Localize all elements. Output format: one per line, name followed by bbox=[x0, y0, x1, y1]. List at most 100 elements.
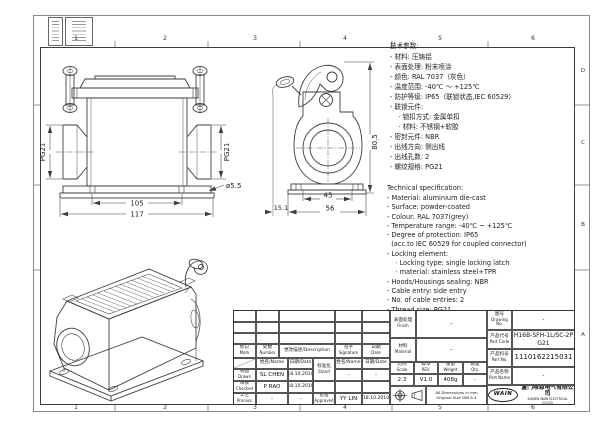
revision-header-description: 更改描述/Description bbox=[279, 344, 335, 358]
notes-en-title: Technical specification: bbox=[387, 184, 464, 192]
grid-row-label: C bbox=[581, 140, 585, 146]
dim-hole: ø5.5 bbox=[226, 182, 241, 190]
weight-value: 408g bbox=[438, 374, 463, 386]
revision-blank-cell bbox=[256, 333, 279, 344]
revision-blank-cell bbox=[279, 333, 335, 344]
drawing-no-value: - bbox=[512, 310, 575, 330]
rev-value: V1.0 bbox=[414, 374, 438, 386]
front-dim-labels: PG21 PG21 ø5.5 105 117 bbox=[39, 143, 241, 219]
signature-stand-name: - bbox=[335, 369, 362, 381]
signature-blank-cell bbox=[362, 381, 390, 393]
part-no-value: 1110162215031 bbox=[512, 349, 575, 367]
company-block: WAIN 厦门唯恩电气有限公司 XIAMEN WAIN ELECTRICAL C… bbox=[487, 385, 575, 405]
side-dimensions bbox=[265, 61, 374, 216]
dim-pg21-left: PG21 bbox=[39, 143, 47, 162]
grid-col-label: 2 bbox=[163, 35, 167, 42]
latch-left bbox=[62, 66, 78, 113]
material-value: - bbox=[416, 338, 487, 362]
grid-col-label: 5 bbox=[438, 404, 442, 411]
grid-col-label: 6 bbox=[531, 404, 535, 411]
revision-header-mark: 标记 Mark bbox=[233, 344, 256, 358]
latch-right bbox=[192, 66, 208, 113]
part-name-value: - bbox=[512, 367, 575, 385]
signature-process-date: - bbox=[288, 393, 313, 405]
dimension-note: All Dimensions in mm Original Size DIN A… bbox=[426, 386, 487, 405]
notes-cn-body: - 材料: 压铸铝 - 表面处理: 粉末喷涂 - 颜色: RAL 7037（灰色… bbox=[390, 53, 515, 171]
signature-blank-cell bbox=[313, 381, 335, 393]
signature-drawn-name: SL CHEN bbox=[256, 369, 288, 381]
third-angle-projection-icon bbox=[393, 389, 423, 402]
dim-80-5: 80.5 bbox=[371, 134, 379, 150]
dim-15-1: 15.1 bbox=[274, 204, 288, 212]
grid-col-label: 4 bbox=[343, 35, 347, 42]
grid-col-label: 4 bbox=[343, 404, 347, 411]
dim-pg21-right: PG21 bbox=[223, 143, 231, 162]
subheader-date-2: 日期/Date bbox=[362, 358, 390, 369]
rev-label: 版本 REV. bbox=[414, 362, 438, 374]
corner-stamp-right bbox=[65, 17, 93, 46]
scale-value: 2:3 bbox=[390, 374, 414, 386]
grid-col-label: 6 bbox=[531, 35, 535, 42]
notes-cn-title: 技术参数: bbox=[390, 42, 419, 50]
revision-blank-cell bbox=[279, 322, 335, 333]
grid-col-label: 2 bbox=[163, 404, 167, 411]
revision-blank-cell bbox=[256, 322, 279, 333]
front-dimensions bbox=[46, 124, 226, 217]
scale-label: 比例 Scale bbox=[390, 362, 414, 374]
revision-blank-cell bbox=[256, 310, 279, 322]
part-name-label: 产品名称 Part Name bbox=[487, 367, 512, 385]
revision-blank-cell bbox=[279, 310, 335, 322]
front-view bbox=[56, 66, 218, 199]
revision-header-date: 日期 Date bbox=[362, 344, 390, 358]
dim-56: 56 bbox=[326, 205, 335, 213]
subheader-name: 姓名/Name bbox=[256, 358, 288, 369]
finish-label: 表面处理 Finish bbox=[390, 310, 416, 338]
revision-header-number: 处数 Number bbox=[256, 344, 279, 358]
signature-approved-date: 18.10.2010 bbox=[362, 393, 390, 405]
signature-checked-name: P RAO bbox=[256, 381, 288, 393]
isometric-view bbox=[48, 258, 208, 402]
revision-blank-cell bbox=[233, 310, 256, 322]
side-dim-labels: 80.5 45 56 15.1 bbox=[274, 134, 379, 212]
frame-ticks bbox=[33, 41, 590, 412]
corner-stamp-left bbox=[48, 17, 63, 46]
projection-symbol bbox=[390, 386, 426, 405]
grid-row-label: B bbox=[581, 222, 585, 228]
signature-checked-date: 18.10.2010 bbox=[288, 381, 313, 393]
finish-value: - bbox=[416, 310, 487, 338]
signature-stand-date: - bbox=[362, 369, 390, 381]
dim-45: 45 bbox=[324, 192, 333, 200]
grid-col-label: 3 bbox=[253, 404, 257, 411]
revision-blank-cell bbox=[362, 322, 390, 333]
signature-process-label: 工艺 Process bbox=[233, 393, 256, 405]
grid-row-label: A bbox=[581, 332, 585, 338]
qty-label: 数量 Qty. bbox=[463, 362, 487, 374]
wain-logo: WAIN bbox=[488, 388, 518, 402]
grid-col-label: 1 bbox=[74, 35, 78, 42]
part-no-label: 产品料号 Part No. bbox=[487, 349, 512, 367]
material-label: 材料 Material bbox=[390, 338, 416, 362]
notes-en-body: - Material: aluminium die-cast - Surface… bbox=[387, 194, 527, 314]
dim-117: 117 bbox=[130, 211, 143, 219]
revision-blank-cell bbox=[233, 322, 256, 333]
grid-col-label: 1 bbox=[74, 404, 78, 411]
part-code-label: 产品代号 Part Code bbox=[487, 330, 512, 349]
signature-process-name: - bbox=[256, 393, 288, 405]
signature-drawn-label: 制图 Drawn bbox=[233, 369, 256, 381]
part-code-value: H16B-SFH-1L/SC-2PG21 bbox=[512, 330, 575, 349]
signature-stand-label: 标准化 Stand bbox=[313, 358, 335, 381]
revision-blank-cell bbox=[362, 310, 390, 322]
weight-label: 重量 Weight bbox=[438, 362, 463, 374]
signature-blank-cell bbox=[335, 381, 362, 393]
signature-drawn-date: 18.10.2010 bbox=[288, 369, 313, 381]
revision-blank-cell bbox=[233, 333, 256, 344]
side-view bbox=[275, 64, 367, 195]
revision-blank-cell bbox=[335, 322, 362, 333]
signature-approved-label: 批准 Approved bbox=[313, 393, 335, 405]
revision-header-signature: 签字 Signature bbox=[335, 344, 362, 358]
company-name: 厦门唯恩电气有限公司 XIAMEN WAIN ELECTRICAL CO.LTD bbox=[521, 385, 574, 405]
grid-row-label: D bbox=[580, 68, 586, 74]
drawing-no-label: 图号 Drawing No. bbox=[487, 310, 512, 330]
